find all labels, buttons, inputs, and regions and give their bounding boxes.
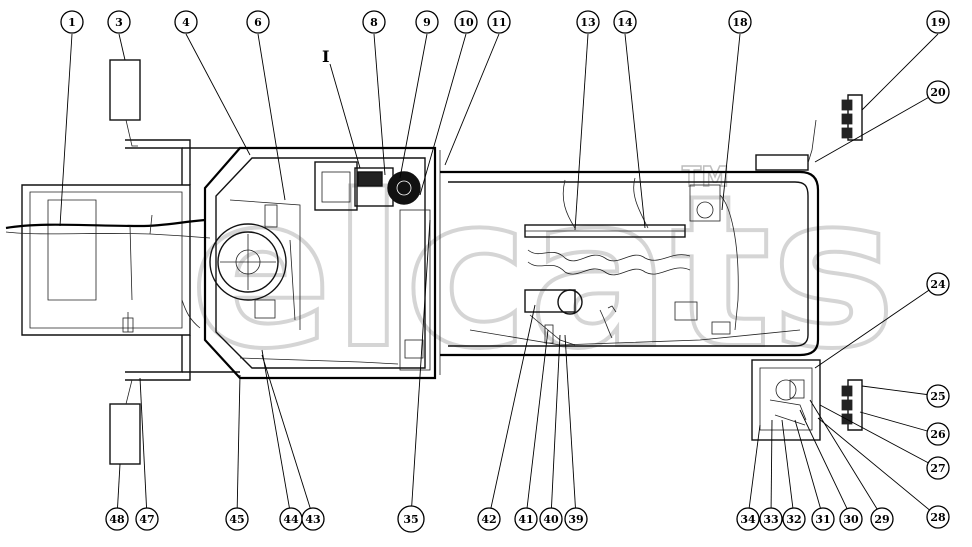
callout-number: 43: [305, 513, 320, 526]
callout-4: 4: [174, 10, 198, 34]
callout-number: 20: [930, 86, 946, 99]
callout-41: 41: [514, 507, 538, 531]
callout-43: 43: [301, 507, 325, 531]
callout-number: 31: [815, 513, 830, 526]
callout-number: 25: [930, 390, 945, 403]
rear-frame: [440, 119, 820, 357]
callout-42: 42: [477, 507, 501, 531]
callout-number: 13: [580, 16, 595, 29]
callout-number: 32: [786, 513, 801, 526]
callout-47: 47: [135, 507, 159, 531]
callout-number: 29: [874, 513, 889, 526]
callout-number: 9: [423, 16, 431, 29]
callout-number: 19: [930, 16, 945, 29]
callout-number: 18: [732, 16, 748, 29]
callout-24: 24: [926, 272, 950, 296]
callout-number: 45: [229, 513, 244, 526]
callout-30: 30: [839, 507, 863, 531]
callout-39: 39: [564, 507, 588, 531]
callout-number: 6: [254, 16, 262, 29]
callout-number: 30: [843, 513, 859, 526]
callout-number: 48: [109, 513, 125, 526]
callout-32: 32: [782, 507, 806, 531]
callout-27: 27: [926, 456, 950, 480]
callout-number: 11: [491, 16, 506, 29]
callout-number: 10: [458, 16, 474, 29]
callout-25: 25: [926, 384, 950, 408]
callout-1: 1: [60, 10, 84, 34]
callout-number: 4: [182, 16, 190, 29]
switch-panel-top: [841, 94, 863, 141]
callout-number: 3: [115, 16, 123, 29]
callout-number: 44: [283, 513, 299, 526]
callout-number: 24: [930, 278, 946, 291]
callout-45: 45: [225, 507, 249, 531]
callout-number: 1: [68, 16, 76, 29]
callout-44: 44: [279, 507, 303, 531]
watermark-text: elcats: [190, 150, 896, 395]
watermark: elcats TM: [188, 148, 898, 397]
callout-6: 6: [246, 10, 270, 34]
callout-33: 33: [759, 507, 783, 531]
callout-number: 33: [763, 513, 778, 526]
callout-40: 40: [539, 507, 563, 531]
callout-3: 3: [107, 10, 131, 34]
callout-11: 11: [487, 10, 511, 34]
callout-number: 41: [518, 513, 533, 526]
callout-28: 28: [926, 505, 950, 529]
callout-20: 20: [926, 80, 950, 104]
callout-10: 10: [454, 10, 478, 34]
callout-number: 42: [481, 513, 496, 526]
callout-number: 26: [930, 428, 946, 441]
callout-number: 35: [403, 513, 418, 526]
callout-number: 27: [930, 462, 945, 475]
callout-34: 34: [736, 507, 760, 531]
leader-lines: [59, 33, 939, 518]
callout-number: 14: [617, 16, 633, 29]
callout-18: 18: [728, 10, 752, 34]
callout-number: 28: [930, 511, 946, 524]
callout-48: 48: [105, 507, 129, 531]
battery-box: [751, 359, 821, 441]
front-frame: [5, 59, 240, 465]
callout-8: 8: [362, 10, 386, 34]
callout-number: 34: [740, 513, 756, 526]
callout-35: 35: [397, 505, 425, 533]
callout-number: 8: [370, 16, 378, 29]
callout-number: 40: [543, 513, 559, 526]
callout-26: 26: [926, 422, 950, 446]
view-marker-label: I: [322, 47, 329, 66]
callout-14: 14: [613, 10, 637, 34]
callout-19: 19: [926, 10, 950, 34]
callout-9: 9: [415, 10, 439, 34]
callout-number: 39: [568, 513, 583, 526]
callout-31: 31: [811, 507, 835, 531]
callout-13: 13: [576, 10, 600, 34]
watermark-trademark: TM: [682, 160, 729, 193]
callout-number: 47: [139, 513, 154, 526]
callout-29: 29: [870, 507, 894, 531]
